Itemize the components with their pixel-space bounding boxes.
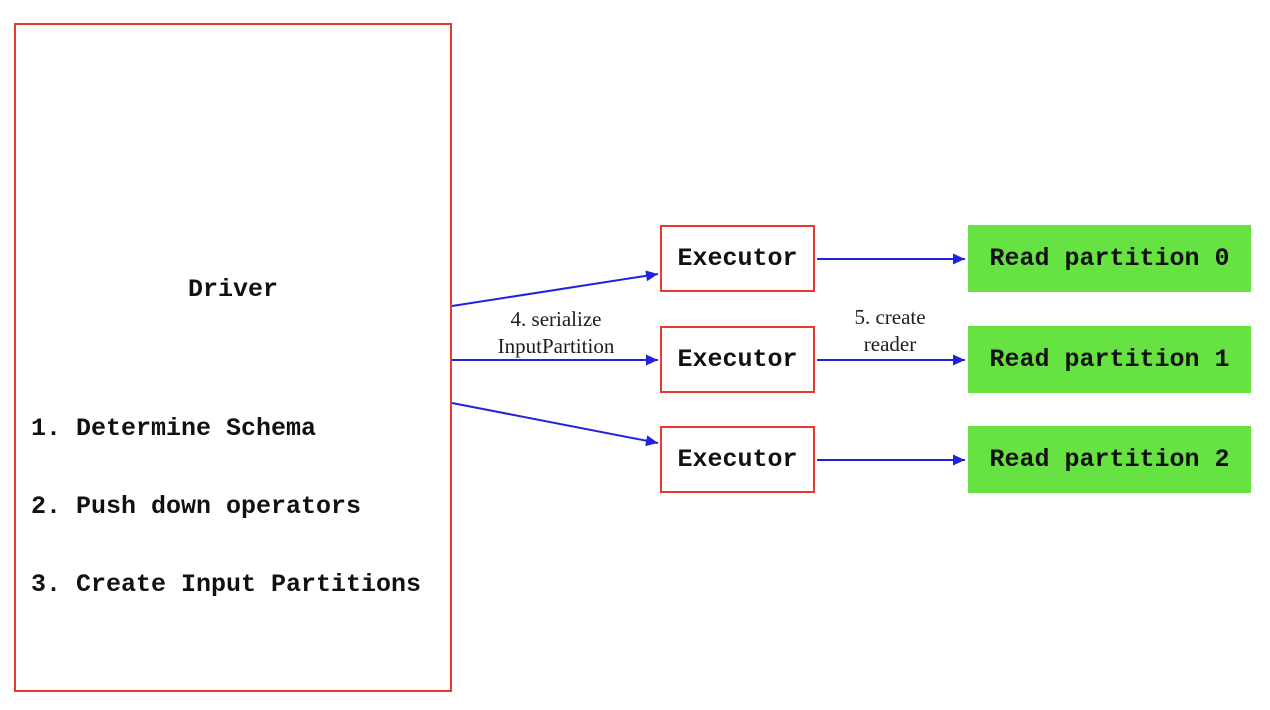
driver-steps-list: 1. Determine Schema 2. Push down operato… [31, 364, 421, 650]
driver-box [14, 23, 452, 692]
arrow-driver-to-executor-0 [451, 270, 659, 307]
arrow-driver-to-executor-2 [451, 402, 659, 447]
read-partition-label-1: Read partition 1 [989, 345, 1230, 374]
executor-label-2: Executor [677, 445, 798, 474]
serialize-inputpartition-label: 4. serialize InputPartition [497, 307, 615, 358]
read-partition-box-1: Read partition 1 [968, 326, 1251, 393]
driver-step-2: 2. Push down operators [31, 492, 362, 521]
driver-step-3: 3. Create Input Partitions [31, 570, 422, 599]
read-partition-box-2: Read partition 2 [968, 426, 1251, 493]
read-partition-label-2: Read partition 2 [989, 445, 1230, 474]
driver-step-1: 1. Determine Schema [31, 414, 317, 443]
executor-box-1: Executor [660, 326, 815, 393]
create-reader-label: 5. create reader [854, 305, 926, 356]
read-partition-label-0: Read partition 0 [989, 244, 1230, 273]
executor-box-0: Executor [660, 225, 815, 292]
driver-title: Driver [187, 275, 278, 304]
read-partition-box-0: Read partition 0 [968, 225, 1251, 292]
executor-label-0: Executor [677, 244, 798, 273]
executor-box-2: Executor [660, 426, 815, 493]
executor-label-1: Executor [677, 345, 798, 374]
